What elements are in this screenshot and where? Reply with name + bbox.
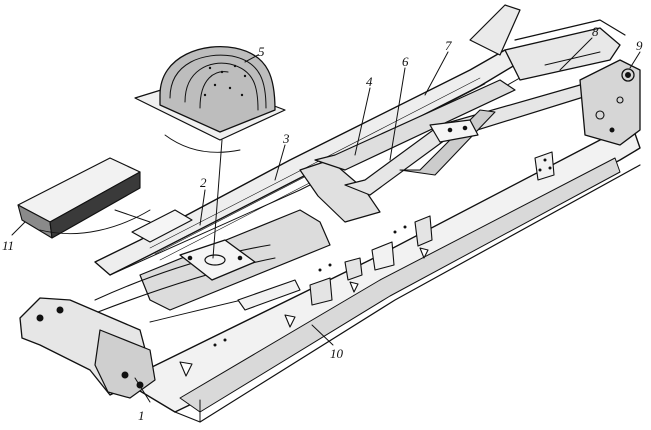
- callout-10: 10: [330, 346, 344, 361]
- callout-9: 9: [636, 38, 643, 53]
- callout-labels: 1 2 3 4 5 6 7 8 9 10 11: [2, 24, 643, 423]
- callout-6: 6: [402, 54, 409, 69]
- callout-2: 2: [200, 175, 207, 190]
- callout-1: 1: [138, 408, 145, 423]
- callout-leaders: [11, 37, 641, 403]
- component-5-mount: [134, 46, 286, 259]
- near-rail-rivets: [213, 158, 552, 347]
- rear-end-plate: [579, 59, 641, 146]
- callout-8: 8: [592, 24, 599, 39]
- callout-7: 7: [445, 38, 452, 53]
- rail-hangers: [179, 151, 555, 377]
- front-bracket: [94, 329, 156, 399]
- callout-3: 3: [282, 131, 290, 146]
- callout-11: 11: [2, 238, 14, 253]
- left-mount-plate: [131, 209, 193, 243]
- chassis-frame: [19, 4, 641, 423]
- callout-4: 4: [366, 74, 373, 89]
- rear-upright: [469, 4, 521, 56]
- callout-5: 5: [258, 44, 265, 59]
- engine-mount-plate: [179, 239, 256, 281]
- rear-crossmember: [504, 27, 621, 81]
- component-11-box: [17, 157, 151, 239]
